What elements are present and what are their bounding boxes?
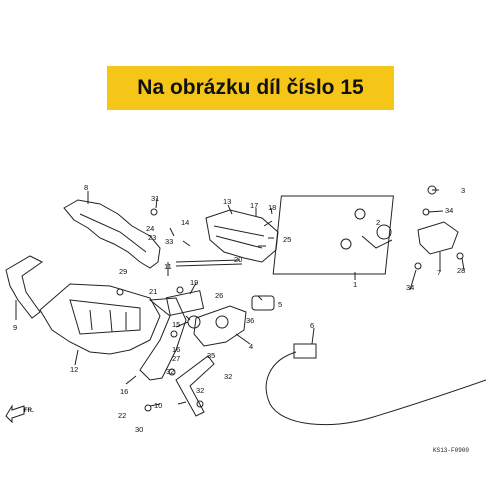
callout-34b: 34 [406, 283, 414, 292]
callout-5: 5 [278, 300, 282, 309]
part-5-block [251, 295, 275, 311]
callout-24: 24 [146, 224, 154, 233]
part-12-arm [139, 297, 187, 381]
callout-2: 2 [376, 218, 380, 227]
callout-19: 19 [190, 278, 198, 287]
callout-32b: 32 [196, 386, 204, 395]
callout-36: 36 [246, 316, 254, 325]
callout-32c: 32 [224, 372, 232, 381]
part-1-kit-frame [272, 195, 394, 275]
callout-34a: 34 [445, 206, 453, 215]
part-9-panel [5, 255, 43, 319]
callout-10: 10 [154, 401, 162, 410]
callout-17: 17 [250, 201, 258, 210]
callout-7: 7 [437, 268, 441, 277]
callout-13: 13 [223, 197, 231, 206]
part-14-rod [175, 259, 243, 267]
callout-25: 25 [283, 235, 291, 244]
part-8-bracket [63, 199, 161, 269]
callout-32a: 32 [166, 367, 174, 376]
fr-label: FR. [24, 408, 34, 414]
callout-30: 30 [135, 425, 143, 434]
callout-26: 26 [215, 291, 223, 300]
callout-6: 6 [310, 321, 314, 330]
callout-14: 14 [181, 218, 189, 227]
callout-20: 20 [234, 255, 242, 264]
part-10-panel [175, 355, 215, 417]
callout-18: 18 [268, 203, 276, 212]
part-15-knob [187, 315, 201, 329]
part-4-assembly [193, 305, 247, 347]
banner-text: Na obrázku díl číslo 15 [137, 76, 364, 99]
callout-1: 1 [353, 280, 357, 289]
callout-28: 28 [457, 266, 465, 275]
diagram-code: KS13-F0900 [433, 447, 469, 454]
callout-31: 31 [151, 194, 159, 203]
part-19-pad [165, 290, 205, 316]
callout-29: 29 [119, 267, 127, 276]
callout-15: 15 [172, 320, 180, 329]
part-number-banner: Na obrázku díl číslo 15 [107, 66, 394, 110]
part-12-cover [39, 283, 161, 355]
callout-9: 9 [13, 323, 17, 332]
part-6-cable [265, 351, 487, 426]
callout-8: 8 [84, 183, 88, 192]
callout-33: 33 [165, 237, 173, 246]
callout-12: 12 [70, 365, 78, 374]
callout-35: 35 [207, 351, 215, 360]
callout-21: 21 [149, 287, 157, 296]
callout-11: 11 [164, 262, 172, 271]
callout-23: 23 [148, 233, 156, 242]
callout-4: 4 [249, 342, 253, 351]
part-7-bracket [417, 221, 459, 255]
part-13-rail [205, 209, 279, 263]
fr-arrow-icon [5, 404, 25, 424]
callout-27: 27 [172, 354, 180, 363]
callout-16b: 16 [120, 387, 128, 396]
callout-3: 3 [461, 186, 465, 195]
callout-22: 22 [118, 411, 126, 420]
callout-16: 16 [172, 345, 180, 354]
